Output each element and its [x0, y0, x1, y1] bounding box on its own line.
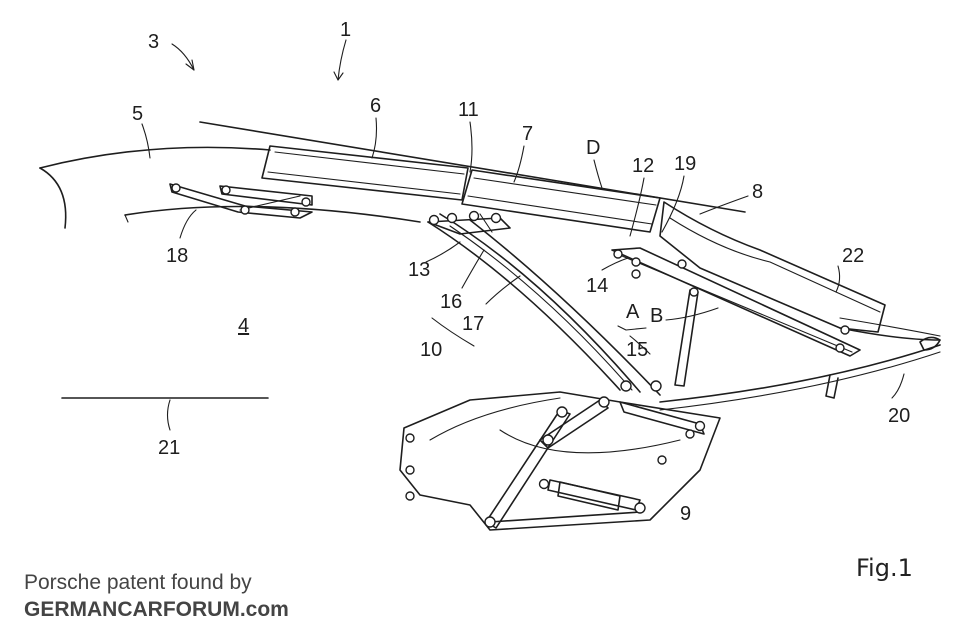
ref-9: 9 [680, 503, 691, 525]
ref-21: 21 [158, 437, 180, 459]
rear-panel-8 [659, 201, 941, 341]
caption-line-2: GERMANCARFORUM.com [24, 598, 289, 621]
roof-panel-7 [461, 169, 661, 233]
ref-13: 13 [408, 259, 430, 281]
figure-label: Fig.1 [856, 554, 913, 582]
caption-line-1: Porsche patent found by [24, 571, 252, 594]
link-arms-14-15 [611, 247, 861, 387]
reference-numerals: 3 1 5 6 11 7 D 12 19 8 22 18 13 14 16 17… [132, 19, 910, 525]
link-arms-16-17 [427, 210, 661, 396]
ref-17: 17 [462, 313, 484, 335]
bracket-9 [399, 380, 721, 531]
ref-11: 11 [458, 99, 479, 121]
guide-rail-20 [659, 336, 941, 411]
ref-A: A [626, 301, 640, 323]
ref-18: 18 [166, 245, 188, 267]
ref-19: 19 [674, 153, 696, 175]
leader-lines [141, 39, 905, 399]
hinge-18 [169, 183, 313, 219]
ref-5: 5 [132, 103, 143, 125]
line-21 [61, 397, 269, 431]
ref-1: 1 [340, 19, 351, 41]
ref-22: 22 [842, 245, 864, 267]
ref-B: B [650, 305, 663, 327]
ref-20: 20 [888, 405, 910, 427]
ref-16: 16 [440, 291, 462, 313]
ref-7: 7 [522, 123, 533, 145]
source-caption: Porsche patent found by GERMANCARFORUM.c… [24, 570, 289, 624]
ref-4: 4 [238, 315, 249, 337]
roof-panel-6 [261, 145, 469, 201]
ref-10: 10 [420, 339, 442, 361]
ref-D: D [586, 137, 600, 159]
ref-15: 15 [626, 339, 648, 361]
ref-8: 8 [752, 181, 763, 203]
ref-6: 6 [370, 95, 381, 117]
ref-3: 3 [148, 31, 159, 53]
ref-12: 12 [632, 155, 654, 177]
ref-14: 14 [586, 275, 608, 297]
